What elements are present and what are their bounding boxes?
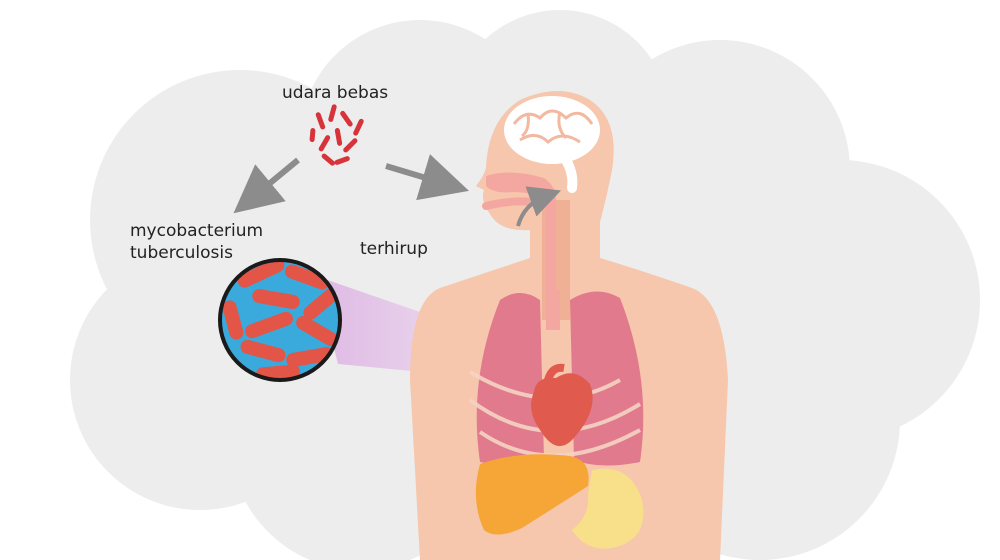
heart — [531, 363, 593, 447]
lungs — [476, 290, 644, 466]
brain — [504, 96, 600, 193]
arrow-to-bacteria — [233, 157, 300, 214]
label-udara-bebas: udara bebas — [282, 83, 388, 103]
airborne-bacteria-cluster — [309, 104, 364, 166]
airway — [482, 172, 562, 300]
magnified-bacteria-view — [218, 258, 342, 382]
stomach — [572, 468, 644, 549]
liver — [475, 454, 589, 535]
arrow-to-person — [385, 154, 469, 201]
label-mycobacterium: mycobacterium — [130, 221, 263, 241]
label-terhirup: terhirup — [360, 239, 428, 259]
label-tuberculosis: tuberculosis — [130, 243, 233, 263]
